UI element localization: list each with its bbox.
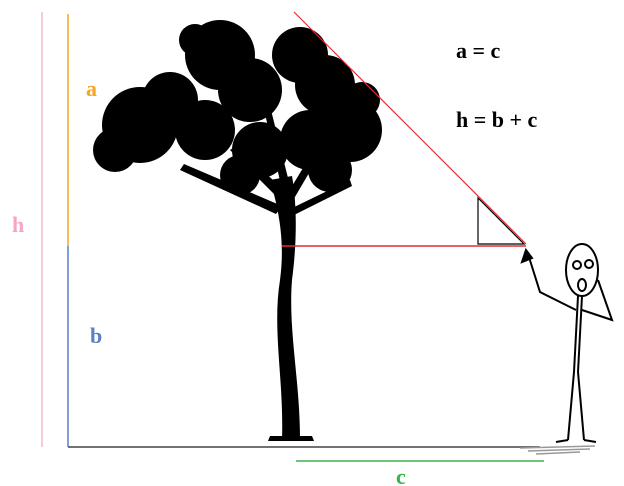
tree-silhouette-icon	[93, 20, 382, 441]
stick-figure-icon	[520, 243, 614, 443]
formula-a-equals-c: a = c	[456, 38, 501, 63]
set-square-icon	[477, 196, 526, 245]
label-c: c	[396, 464, 406, 486]
label-b: b	[90, 323, 102, 348]
person-shadow	[519, 445, 596, 455]
label-h: h	[12, 212, 24, 237]
label-a: a	[86, 76, 97, 101]
formula-h-equals-b-plus-c: h = b + c	[456, 107, 538, 132]
diagonal-sight-line	[293, 11, 527, 245]
